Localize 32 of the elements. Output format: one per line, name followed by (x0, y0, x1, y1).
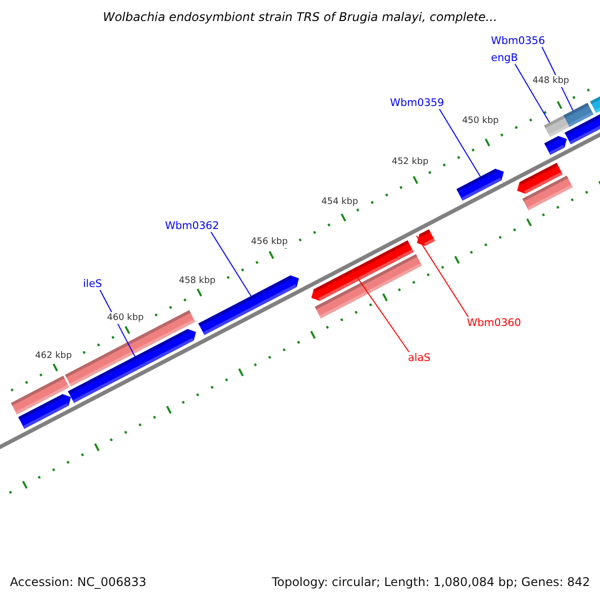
tick-label: 458 kbp (178, 275, 216, 288)
leader-line (416, 235, 469, 318)
leader-line (438, 108, 481, 178)
tick-label: 448 kbp (532, 75, 570, 87)
gene-label: Wbm0362 (165, 220, 219, 232)
footer-text: Topology: circular; Length: 1,080,084 bp; Genes: 842 (272, 576, 590, 588)
tick-label: 450 kbp (462, 115, 499, 128)
map-title: Wolbachia endosymbiont strain TRS of Brugia malayi, complete... (102, 11, 498, 23)
tick-label: 460 kbp (107, 312, 144, 324)
gene-feature (544, 136, 567, 155)
gene-label: engB (491, 52, 518, 64)
feature-bar (564, 102, 594, 127)
gene-feature (456, 168, 504, 201)
footer-text: Accession: NC_006833 (10, 576, 146, 588)
tick-label: 454 kbp (321, 196, 358, 208)
tick-label: 452 kbp (392, 156, 428, 168)
gene-feature (198, 275, 299, 335)
gene-label: alaS (408, 352, 430, 364)
tick-label: 456 kbp (251, 236, 288, 248)
gene-label: Wbm0359 (390, 97, 444, 109)
leader-line (351, 269, 410, 352)
feature-bar (10, 376, 70, 415)
feature-bar (590, 94, 600, 113)
gene-label: Wbm0356 (491, 35, 545, 47)
gene-label: Wbm0360 (467, 317, 521, 329)
tick-label: 462 kbp (35, 350, 72, 362)
gene-label: ileS (83, 278, 102, 290)
feature-bar (314, 254, 422, 318)
leader-line (210, 232, 252, 297)
feature-bar (522, 176, 573, 210)
gene-feature (416, 229, 435, 246)
leader-line (514, 64, 550, 124)
